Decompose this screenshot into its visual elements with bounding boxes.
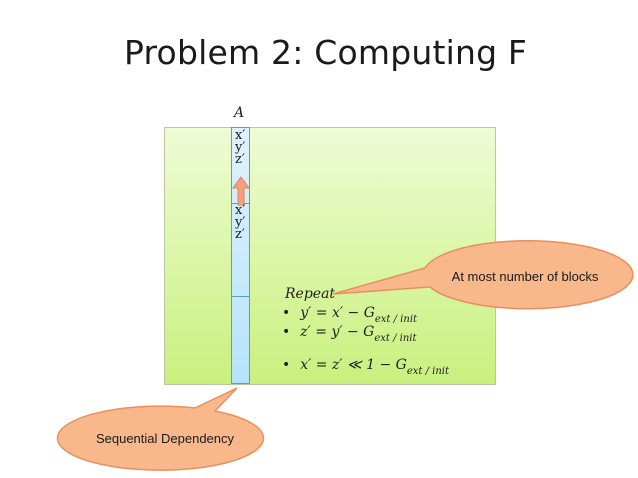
step-formula: y′ = x′ − G: [300, 305, 375, 321]
repeat-label: Repeat: [285, 286, 336, 302]
step-formula: x′ = z′ ≪ 1 − G: [300, 357, 407, 373]
array-column: [231, 127, 250, 384]
bullet: •: [282, 305, 291, 321]
var-x: x′: [235, 203, 246, 218]
block-separator: [231, 296, 250, 297]
block-top-vars: x′ y′ z′: [235, 128, 246, 167]
slide-title: Problem 2: Computing F: [124, 33, 528, 72]
var-z: z′: [235, 152, 245, 167]
var-x: x′: [235, 128, 246, 143]
bullet: •: [282, 357, 291, 373]
bullet: •: [282, 324, 291, 340]
blocks-callout-text: At most number of blocks: [451, 269, 599, 284]
var-z: z′: [235, 227, 245, 242]
blocks-callout-bubble: [332, 239, 634, 310]
step-subscript: ext / init: [406, 366, 449, 377]
step-1: • y′ = x′ − Gext / init: [282, 305, 417, 325]
var-y: y′: [235, 140, 246, 155]
step-3: • x′ = z′ ≪ 1 − Gext / init: [282, 357, 449, 377]
var-y: y′: [235, 215, 246, 230]
step-subscript: ext / init: [374, 314, 418, 325]
block-mid-vars: x′ y′ z′: [235, 203, 246, 242]
step-subscript: ext / init: [374, 333, 417, 344]
column-label: A: [234, 105, 245, 121]
step-2: • z′ = y′ − Gext / init: [282, 324, 417, 344]
dependency-arrow-icon: [232, 176, 250, 206]
step-formula: z′ = y′ − G: [300, 324, 375, 340]
dependency-callout-bubble: [56, 387, 265, 471]
dependency-callout-text: Sequential Dependency: [95, 431, 235, 446]
